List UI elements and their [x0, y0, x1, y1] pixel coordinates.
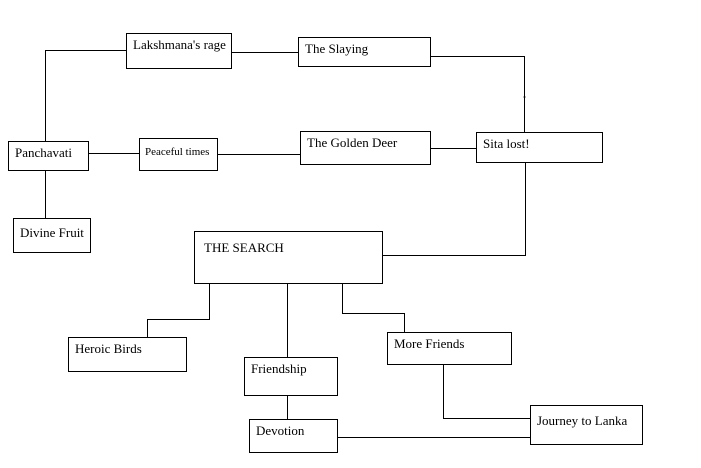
node-the-golden-deer: The Golden Deer	[300, 131, 431, 165]
node-heroic-birds: Heroic Birds	[68, 337, 187, 372]
node-friendship: Friendship	[244, 357, 338, 396]
node-more-friends: More Friends	[387, 332, 512, 365]
connector-sitalost-search	[383, 163, 526, 256]
node-the-search: THE SEARCH	[194, 231, 383, 284]
connector-slaying-sitalost	[431, 56, 525, 132]
node-peaceful-times: Peaceful times	[139, 138, 218, 171]
connector-search-heroicbirds	[147, 284, 210, 337]
node-journey-to-lanka: Journey to Lanka	[530, 405, 643, 445]
connector-search-morefriends	[342, 284, 405, 332]
node-the-slaying: The Slaying	[298, 37, 431, 67]
connector-panchavati-lakshmana	[45, 50, 126, 141]
node-devotion: Devotion	[249, 419, 338, 453]
connector-morefriends-journey	[443, 365, 530, 419]
node-lakshmanas-rage: Lakshmana's rage	[126, 33, 232, 69]
node-sita-lost: Sita lost!	[476, 132, 603, 163]
node-panchavati: Panchavati	[8, 141, 89, 171]
node-divine-fruit: Divine Fruit	[13, 218, 91, 253]
